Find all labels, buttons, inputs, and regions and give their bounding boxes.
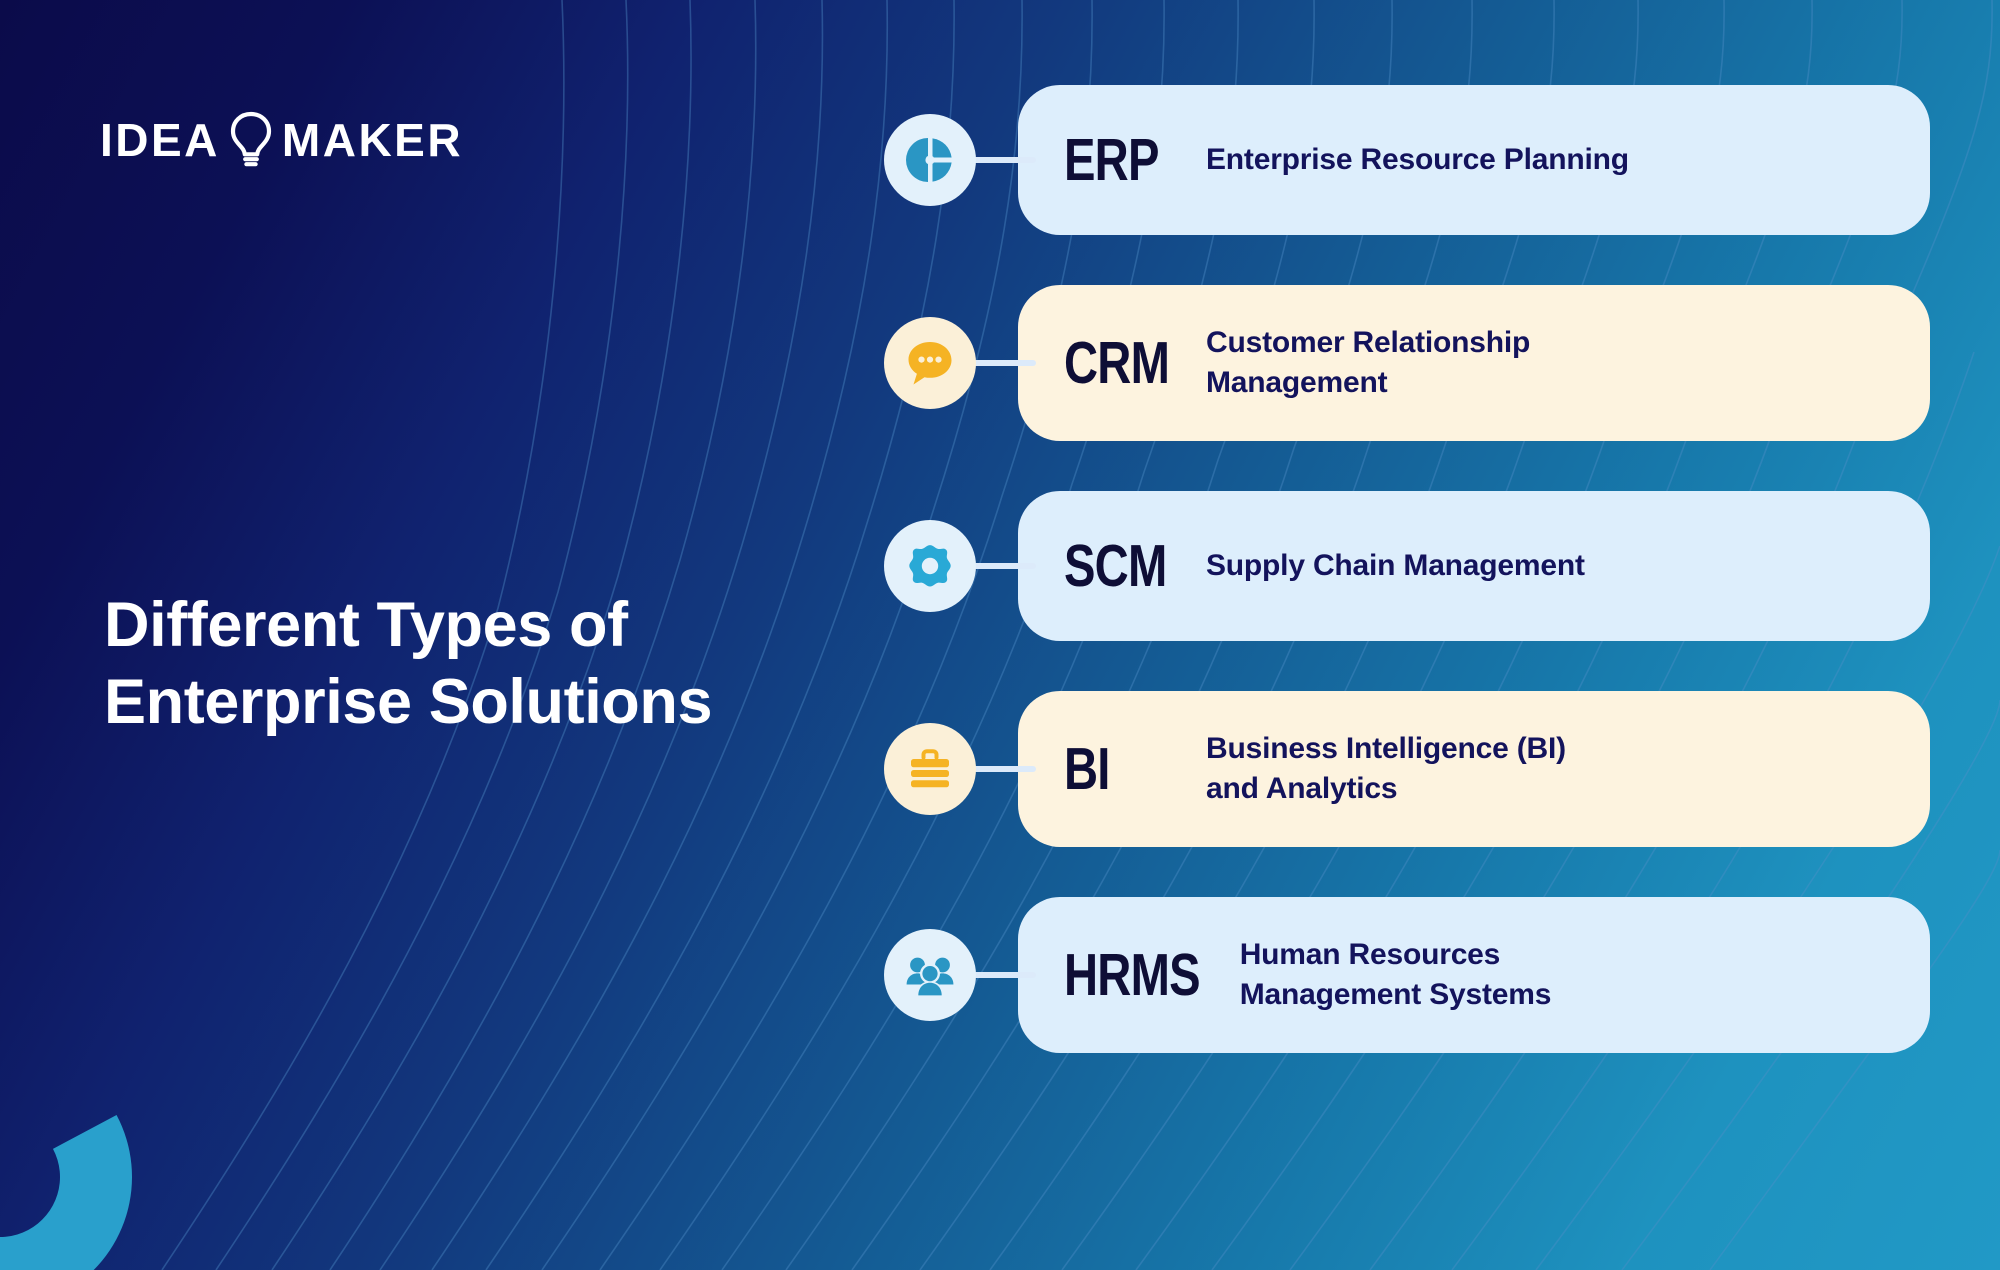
connector-line [970, 972, 1036, 978]
solution-abbreviation: ERP [1064, 126, 1159, 193]
solution-description: Human Resources Management Systems [1240, 935, 1552, 1015]
icon-badge [884, 520, 976, 612]
list-item[interactable]: HRMS Human Resources Management Systems [884, 897, 1930, 1053]
speech-bubble-icon [908, 342, 952, 385]
solution-list: ERP Enterprise Resource Planning CRM [884, 85, 1930, 1053]
solution-description-line2: Management [1206, 366, 1388, 399]
page-title: Different Types of Enterprise Solutions [104, 587, 844, 741]
brand-name-right: MAKER [281, 114, 464, 166]
decorative-arc [0, 1115, 132, 1270]
icon-badge [884, 317, 976, 409]
solution-card[interactable]: CRM Customer Relationship Management [1018, 285, 1930, 441]
solution-description-line1: Supply Chain Management [1206, 549, 1585, 583]
solution-abbreviation: CRM [1064, 329, 1170, 396]
connector-line [970, 360, 1036, 366]
solution-description: Enterprise Resource Planning [1206, 140, 1629, 180]
solution-description: Supply Chain Management [1206, 546, 1585, 586]
connector-line [970, 766, 1036, 772]
solution-description-line2: and Analytics [1206, 772, 1398, 805]
solution-description-line1: Human Resources [1239, 938, 1501, 972]
page-title-line2: Enterprise Solutions [104, 667, 713, 738]
solution-description-line1: Customer Relationship [1206, 326, 1531, 360]
briefcase-icon [911, 749, 949, 788]
brand-name-left: IDEA [100, 114, 220, 166]
gear-icon [909, 545, 951, 587]
solution-card[interactable]: SCM Supply Chain Management [1018, 491, 1930, 641]
pie-chart-icon [906, 138, 952, 182]
icon-badge [884, 723, 976, 815]
solution-description-line2: Management Systems [1239, 978, 1552, 1011]
solution-card[interactable]: BI Business Intelligence (BI) and Analyt… [1018, 691, 1930, 847]
page-title-line1: Different Types of [104, 590, 628, 661]
solution-description-line1: Business Intelligence (BI) [1206, 732, 1566, 766]
solution-abbreviation: BI [1064, 735, 1110, 802]
connector-line [970, 157, 1036, 163]
solution-description: Customer Relationship Management [1206, 323, 1530, 403]
solution-abbreviation: SCM [1064, 532, 1167, 599]
solution-card[interactable]: ERP Enterprise Resource Planning [1018, 85, 1930, 235]
list-item[interactable]: ERP Enterprise Resource Planning [884, 85, 1930, 235]
solution-description-line1: Enterprise Resource Planning [1206, 143, 1629, 177]
list-item[interactable]: CRM Customer Relationship Management [884, 285, 1930, 441]
solution-description: Business Intelligence (BI) and Analytics [1206, 729, 1566, 809]
people-group-icon [906, 957, 954, 997]
list-item[interactable]: BI Business Intelligence (BI) and Analyt… [884, 691, 1930, 847]
list-item[interactable]: SCM Supply Chain Management [884, 491, 1930, 641]
solution-abbreviation: HRMS [1064, 941, 1201, 1008]
lightbulb-icon [230, 111, 272, 167]
solution-card[interactable]: HRMS Human Resources Management Systems [1018, 897, 1930, 1053]
icon-badge [884, 929, 976, 1021]
connector-line [970, 563, 1036, 569]
brand-logo: IDEA MAKER [100, 108, 463, 172]
icon-badge [884, 114, 976, 206]
